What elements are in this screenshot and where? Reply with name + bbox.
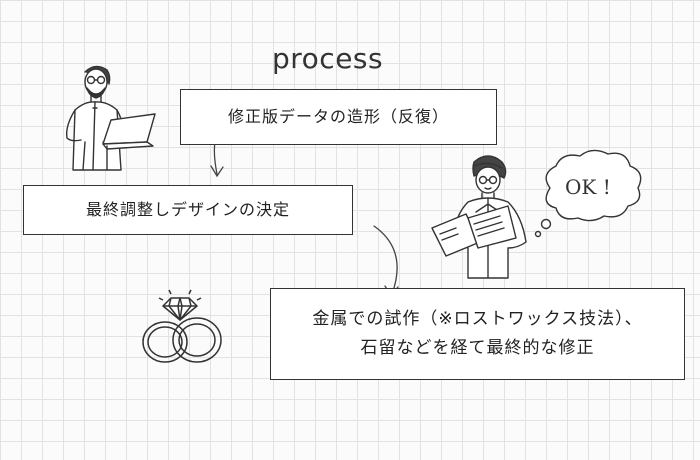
step-box-1: 修正版データの造形（反復）	[180, 89, 497, 145]
step-3-text-line-2: 石留などを経て最終的な修正	[360, 338, 595, 358]
wedding-rings-illustration	[142, 289, 222, 363]
step-3-text-line-1: 金属での試作（※ロストワックス技法）、	[312, 309, 643, 330]
process-title: process	[272, 42, 384, 75]
woman-reading-illustration	[431, 155, 527, 279]
step-2-text: 最終調整しデザインの決定	[85, 200, 290, 220]
step-box-2: 最終調整しデザインの決定	[23, 185, 353, 235]
ok-text: OK !	[565, 175, 611, 199]
step-box-3: 金属での試作（※ロストワックス技法）、 石留などを経て最終的な修正	[270, 288, 685, 380]
man-with-laptop-illustration	[65, 65, 156, 171]
speech-bubble: OK !	[534, 149, 642, 238]
step-1-text: 修正版データの造形（反復）	[227, 107, 449, 127]
